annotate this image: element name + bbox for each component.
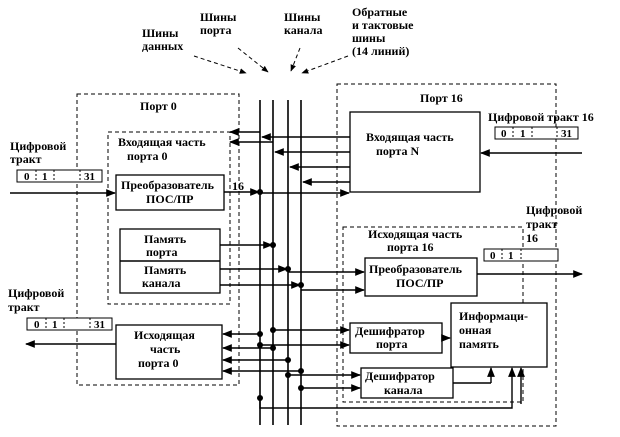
trunk-right-in-cell-1: 1 [520, 128, 526, 140]
trunk-left-in-label: Цифровой тракт [10, 139, 69, 166]
trunk-right-out: Цифровой тракт 16 0 1 [477, 203, 585, 278]
port-memory-label: Память порта [144, 232, 189, 259]
trunk-left-in-cell-1: 1 [42, 171, 48, 183]
port-0-incoming-label: Входящая часть порта 0 [118, 135, 209, 163]
port-16: Порт 16 Входящая часть порта N Исходящая… [336, 83, 557, 427]
port-16-converter-label: Преобразователь ПОС/ПР [369, 262, 465, 290]
trunk-right-out-cell-1: 1 [508, 250, 514, 262]
port-0-converter [115, 174, 225, 211]
port-0-outgoing-label: Исходящая часть порта 0 [134, 328, 198, 370]
trunk-left-out-label: Цифровой тракт [8, 286, 67, 314]
trunk-left-in-cell-31: 31 [84, 171, 95, 183]
data-bus-label: Шины данных [142, 26, 183, 53]
return-bus-label: Обратные и тактовые шины (14 линий) [352, 5, 416, 58]
trunk-right-in-label: Цифровой тракт 16 [488, 110, 594, 124]
port-16-incoming [349, 111, 481, 193]
trunk-right-out-cell-0: 0 [490, 250, 496, 262]
channel-decoder [360, 367, 454, 399]
port-decoder-label: Дешифратор порта [355, 324, 428, 351]
port-0-frame [76, 93, 240, 386]
port-0-width-label: 16 [232, 179, 244, 193]
port-0: Порт 0 Входящая часть порта 0 Преобразов… [76, 93, 244, 386]
channel-decoder-label: Дешифратор канала [365, 369, 438, 397]
trunk-left-out-cell-31: 31 [94, 319, 105, 331]
junction-dots [257, 189, 304, 401]
trunk-right-in-cell-31: 31 [561, 128, 572, 140]
trunk-right-in: Цифровой тракт 16 0 1 31 [480, 110, 594, 157]
channel-bus-label: Шины канала [284, 10, 323, 37]
trunk-right-out-label: Цифровой тракт 16 [526, 203, 585, 245]
info-memory-label: Информаци- онная память [459, 309, 531, 351]
port-16-title: Порт 16 [420, 91, 463, 105]
port-16-outgoing-label: Исходящая часть порта 16 [368, 227, 465, 254]
port-16-incoming-label: Входящая часть порта N [366, 130, 457, 158]
port-16-converter [364, 257, 478, 297]
trunk-left-out-cell-0: 0 [34, 319, 40, 331]
port-0-title: Порт 0 [140, 99, 177, 113]
port-0-converter-label: Преобразователь ПОС/ПР [121, 178, 217, 206]
info-memory [450, 302, 548, 368]
port-bus-label: Шины порта [200, 10, 239, 37]
trunk-right-in-cell-0: 0 [501, 128, 507, 140]
channel-memory-label: Память канала [142, 263, 189, 290]
trunk-left-in-cell-0: 0 [24, 171, 30, 183]
port-0-outgoing [115, 324, 223, 380]
port-0-connections [220, 128, 301, 375]
trunk-left-in: Цифровой тракт 0 1 31 [10, 139, 116, 197]
trunk-left-out-cell-1: 1 [52, 319, 58, 331]
bus-lines [259, 100, 302, 425]
top-labels: Шины данных Шины порта Шины канала Обрат… [142, 5, 416, 74]
trunk-left-out: Цифровой тракт 0 1 31 [8, 286, 116, 348]
port-16-connections [259, 133, 525, 409]
